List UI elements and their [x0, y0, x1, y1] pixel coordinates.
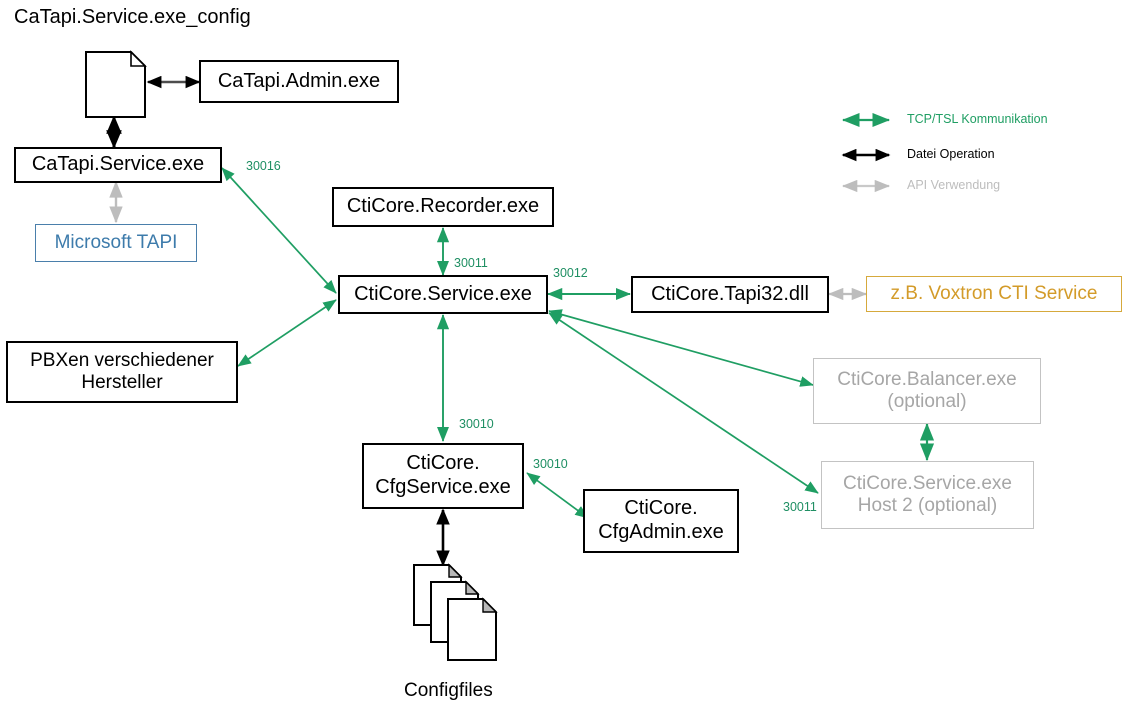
- node-catapi-admin[interactable]: CaTapi.Admin.exe: [199, 60, 399, 103]
- node-cticore-service-host2[interactable]: CtiCore.Service.exe Host 2 (optional): [821, 461, 1034, 529]
- node-cticore-tapi32[interactable]: CtiCore.Tapi32.dll: [631, 276, 829, 313]
- port-label-30011-recorder: 30011: [454, 256, 488, 270]
- legend-item-file: Datei Operation: [897, 147, 995, 161]
- node-cticore-service[interactable]: CtiCore.Service.exe: [338, 275, 548, 314]
- node-cfgadmin-line1: CtiCore.: [624, 497, 698, 520]
- node-catapi-service[interactable]: CaTapi.Service.exe: [14, 147, 222, 183]
- legend-label-api: API Verwendung: [907, 178, 1001, 192]
- port-label-30011-host2: 30011: [783, 500, 817, 514]
- node-cticore-recorder[interactable]: CtiCore.Recorder.exe: [332, 187, 554, 227]
- node-cfgadmin-line2: CfgAdmin.exe: [598, 521, 724, 543]
- node-cfgservice-line1: CtiCore.: [406, 452, 480, 475]
- node-cticore-cfgadmin[interactable]: CtiCore. CfgAdmin.exe: [583, 489, 739, 553]
- node-host2-line1: CtiCore.Service.exe: [843, 472, 1012, 494]
- node-voxtron-cti-service[interactable]: z.B. Voxtron CTI Service: [866, 276, 1122, 312]
- page-title: CaTapi.Service.exe_config: [14, 6, 251, 28]
- node-balancer-line2: (optional): [887, 391, 967, 412]
- node-pbxen-line1: PBXen verschiedener: [30, 349, 214, 371]
- node-cticore-balancer[interactable]: CtiCore.Balancer.exe (optional): [813, 358, 1041, 424]
- port-label-30016: 30016: [246, 159, 281, 173]
- legend-item-tcp: TCP/TSL Kommunikation: [897, 112, 1048, 126]
- port-label-30012: 30012: [553, 266, 588, 280]
- node-pbxen[interactable]: PBXen verschiedener Hersteller: [6, 341, 238, 403]
- legend-item-api: API Verwendung: [897, 178, 1000, 192]
- node-host2-line2: Host 2 (optional): [857, 495, 998, 516]
- label-configfiles: Configfiles: [404, 680, 493, 701]
- port-label-30010-cfgservice: 30010: [459, 417, 494, 431]
- node-pbxen-line2: Hersteller: [81, 372, 163, 393]
- legend-label-file: Datei Operation: [907, 147, 995, 161]
- node-microsoft-tapi[interactable]: Microsoft TAPI: [35, 224, 197, 262]
- port-label-30010-cfgadmin: 30010: [533, 457, 568, 471]
- legend-label-tcp: TCP/TSL Kommunikation: [907, 112, 1048, 126]
- node-balancer-line1: CtiCore.Balancer.exe: [837, 368, 1017, 390]
- node-cticore-cfgservice[interactable]: CtiCore. CfgService.exe: [362, 443, 524, 509]
- node-cfgservice-line2: CfgService.exe: [375, 476, 511, 498]
